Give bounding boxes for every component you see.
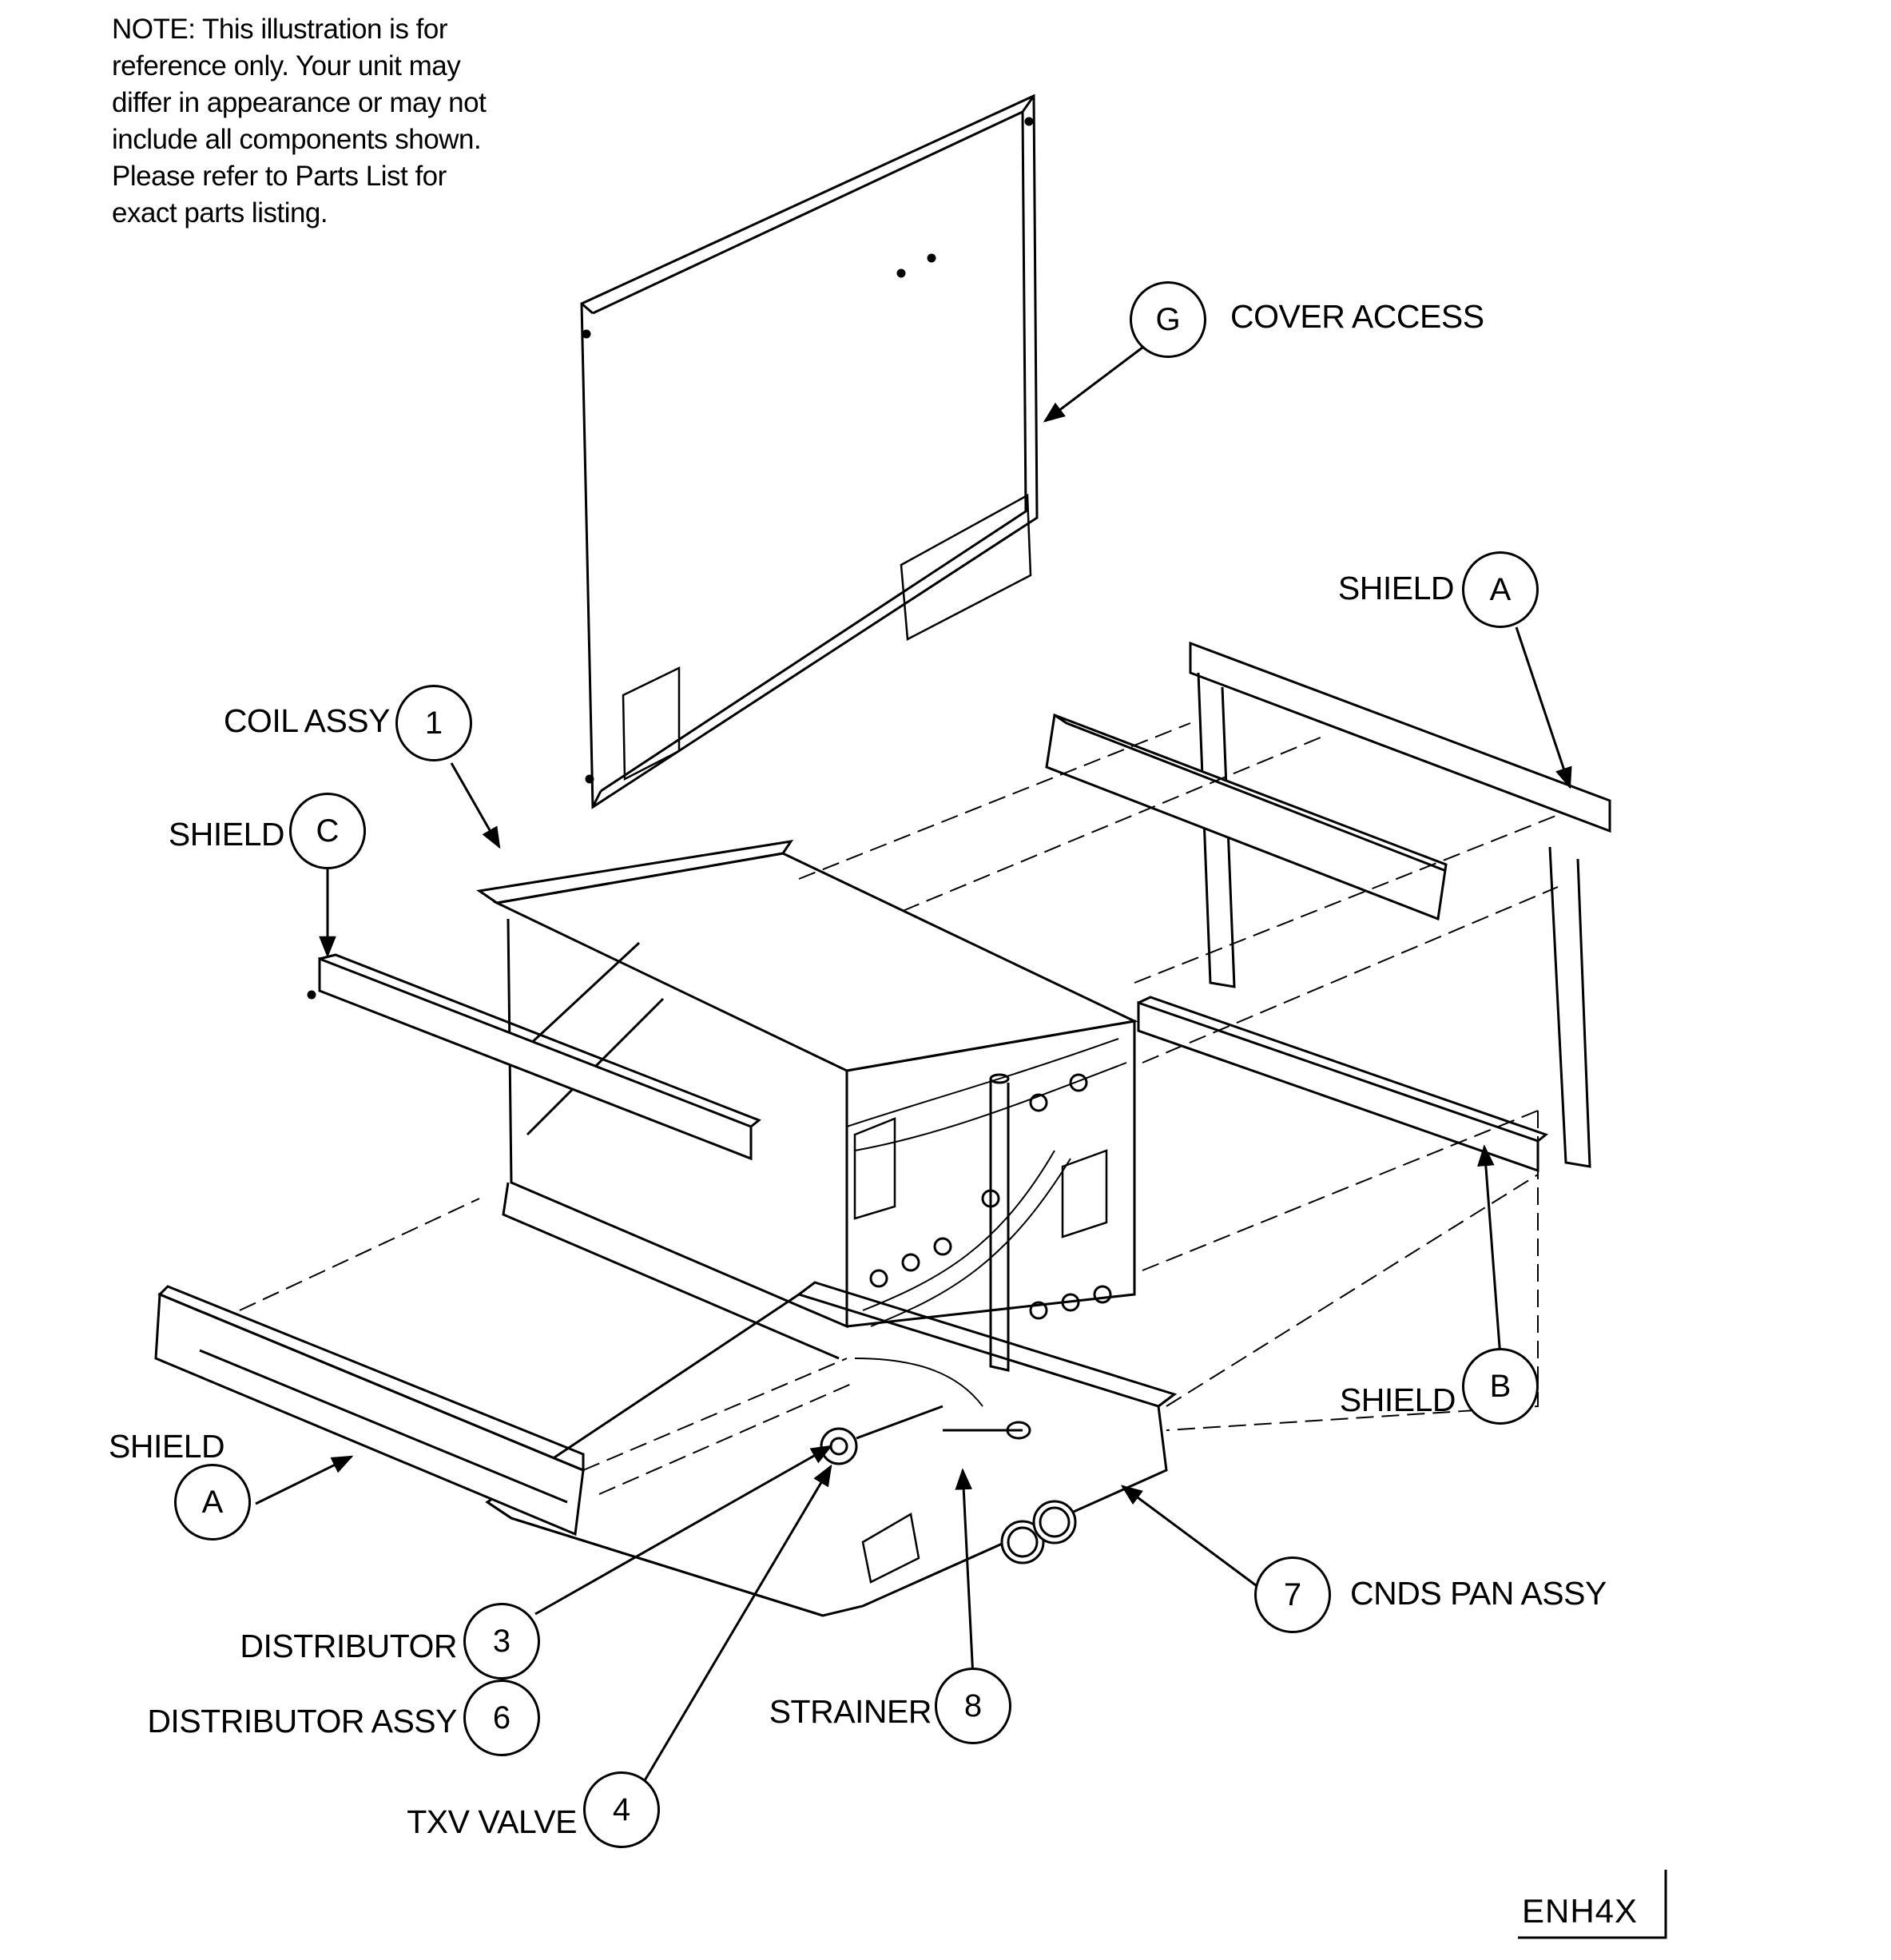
callout-g-label: COVER ACCESS bbox=[1230, 298, 1484, 335]
shield-a-upper-part bbox=[1045, 641, 1611, 1168]
coil-assembly bbox=[476, 839, 1138, 1465]
callout-b-circle: B bbox=[1462, 1348, 1539, 1425]
callout-a-upper-circle: A bbox=[1462, 551, 1539, 628]
callout-3-circle: 3 bbox=[463, 1603, 540, 1680]
callout-a-lower-circle: A bbox=[174, 1464, 251, 1541]
callout-8-label: STRAINER bbox=[769, 1693, 932, 1730]
assembly-dash-lines bbox=[239, 722, 1559, 1495]
callout-6-label: DISTRIBUTOR ASSY bbox=[147, 1703, 457, 1739]
callout-a-upper-label: SHIELD bbox=[1337, 570, 1455, 606]
note-line: include all components shown. bbox=[112, 124, 482, 155]
callout-1-label: COIL ASSY bbox=[223, 702, 391, 739]
callout-4-circle: 4 bbox=[583, 1771, 660, 1848]
callout-c-label: SHIELD bbox=[168, 816, 285, 853]
callout-7-circle: 7 bbox=[1254, 1556, 1331, 1633]
callout-6-circle: 6 bbox=[463, 1680, 540, 1756]
callout-3-label: DISTRIBUTOR bbox=[240, 1628, 457, 1664]
drawing-id: ENH4X bbox=[1522, 1892, 1639, 1930]
note-line: differ in appearance or may not bbox=[112, 87, 487, 118]
note-line: reference only. Your unit may bbox=[112, 50, 461, 82]
callout-7-label: CNDS PAN ASSY bbox=[1350, 1575, 1607, 1612]
reference-note: NOTE: This illustration is for reference… bbox=[112, 11, 543, 232]
callout-1-circle: 1 bbox=[395, 685, 472, 761]
note-line: Please refer to Parts List for bbox=[112, 161, 447, 192]
callout-a-lower-label: SHIELD bbox=[109, 1428, 225, 1465]
leader-lines bbox=[255, 346, 1572, 1791]
callout-4-label: TXV VALVE bbox=[407, 1803, 577, 1840]
callout-b-label: SHIELD bbox=[1339, 1382, 1456, 1418]
cover-access-panel bbox=[580, 93, 1039, 809]
callout-g-circle: G bbox=[1130, 281, 1206, 358]
callout-c-circle: C bbox=[289, 793, 366, 869]
note-line: exact parts listing. bbox=[112, 197, 328, 229]
shield-b-part bbox=[1137, 996, 1549, 1173]
callout-8-circle: 8 bbox=[935, 1668, 1011, 1744]
note-line: NOTE: This illustration is for bbox=[112, 14, 448, 45]
